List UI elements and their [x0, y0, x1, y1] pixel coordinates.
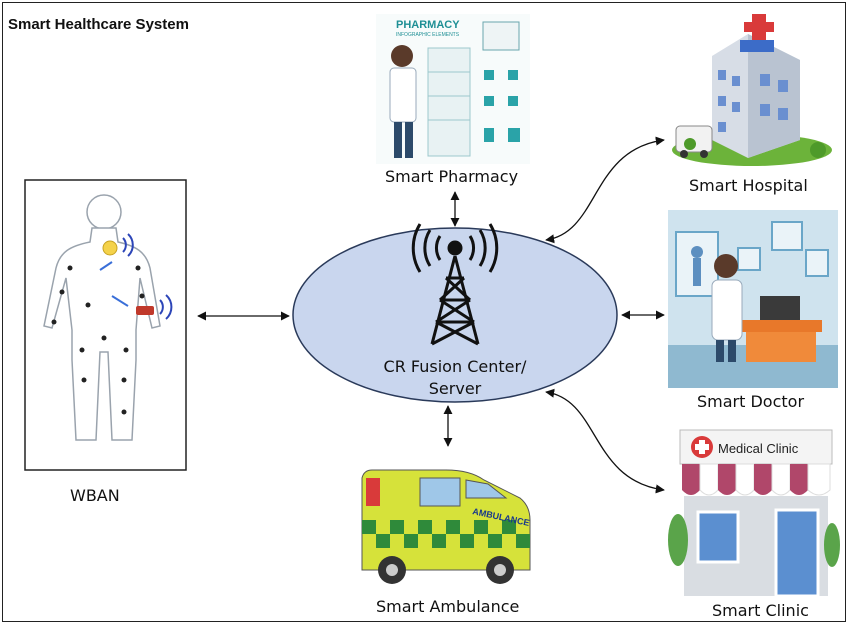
clinic-label: Smart Clinic	[712, 601, 809, 620]
fusion-center-line2: Server	[428, 379, 482, 398]
heart-sensor-icon	[102, 233, 134, 257]
wrist-sensor-icon	[99, 261, 173, 320]
clinic-sign: Medical Clinic	[718, 441, 799, 456]
sensor-dots	[51, 265, 145, 415]
connectors	[197, 136, 665, 494]
pharmacy-sign-sub: INFOGRAPHIC ELEMENTS	[396, 32, 460, 38]
hospital-label: Smart Hospital	[689, 176, 808, 195]
wban-box	[24, 179, 187, 471]
tower-icon	[411, 223, 499, 346]
doctor-illustration	[668, 210, 838, 388]
wban-label: WBAN	[70, 486, 120, 505]
pharmacy-illustration	[376, 14, 530, 164]
connector-clinic	[545, 388, 665, 494]
pharmacy-sign: PHARMACY	[396, 19, 460, 31]
human-body-icon	[43, 194, 161, 441]
pharmacy-label: Smart Pharmacy	[385, 167, 519, 186]
hospital-illustration	[672, 14, 832, 166]
doctor-label: Smart Doctor	[697, 392, 805, 411]
fusion-center-line1: CR Fusion Center/	[383, 357, 527, 376]
ambulance-label: Smart Ambulance	[376, 597, 520, 616]
clinic-illustration	[668, 429, 840, 598]
diagram-title: Smart Healthcare System	[8, 16, 189, 33]
fusion-center-label: CR Fusion Center/ Server	[360, 356, 550, 400]
ambulance-illustration	[361, 469, 531, 584]
fusion-center-ellipse	[292, 227, 618, 403]
connector-hospital	[545, 136, 665, 244]
